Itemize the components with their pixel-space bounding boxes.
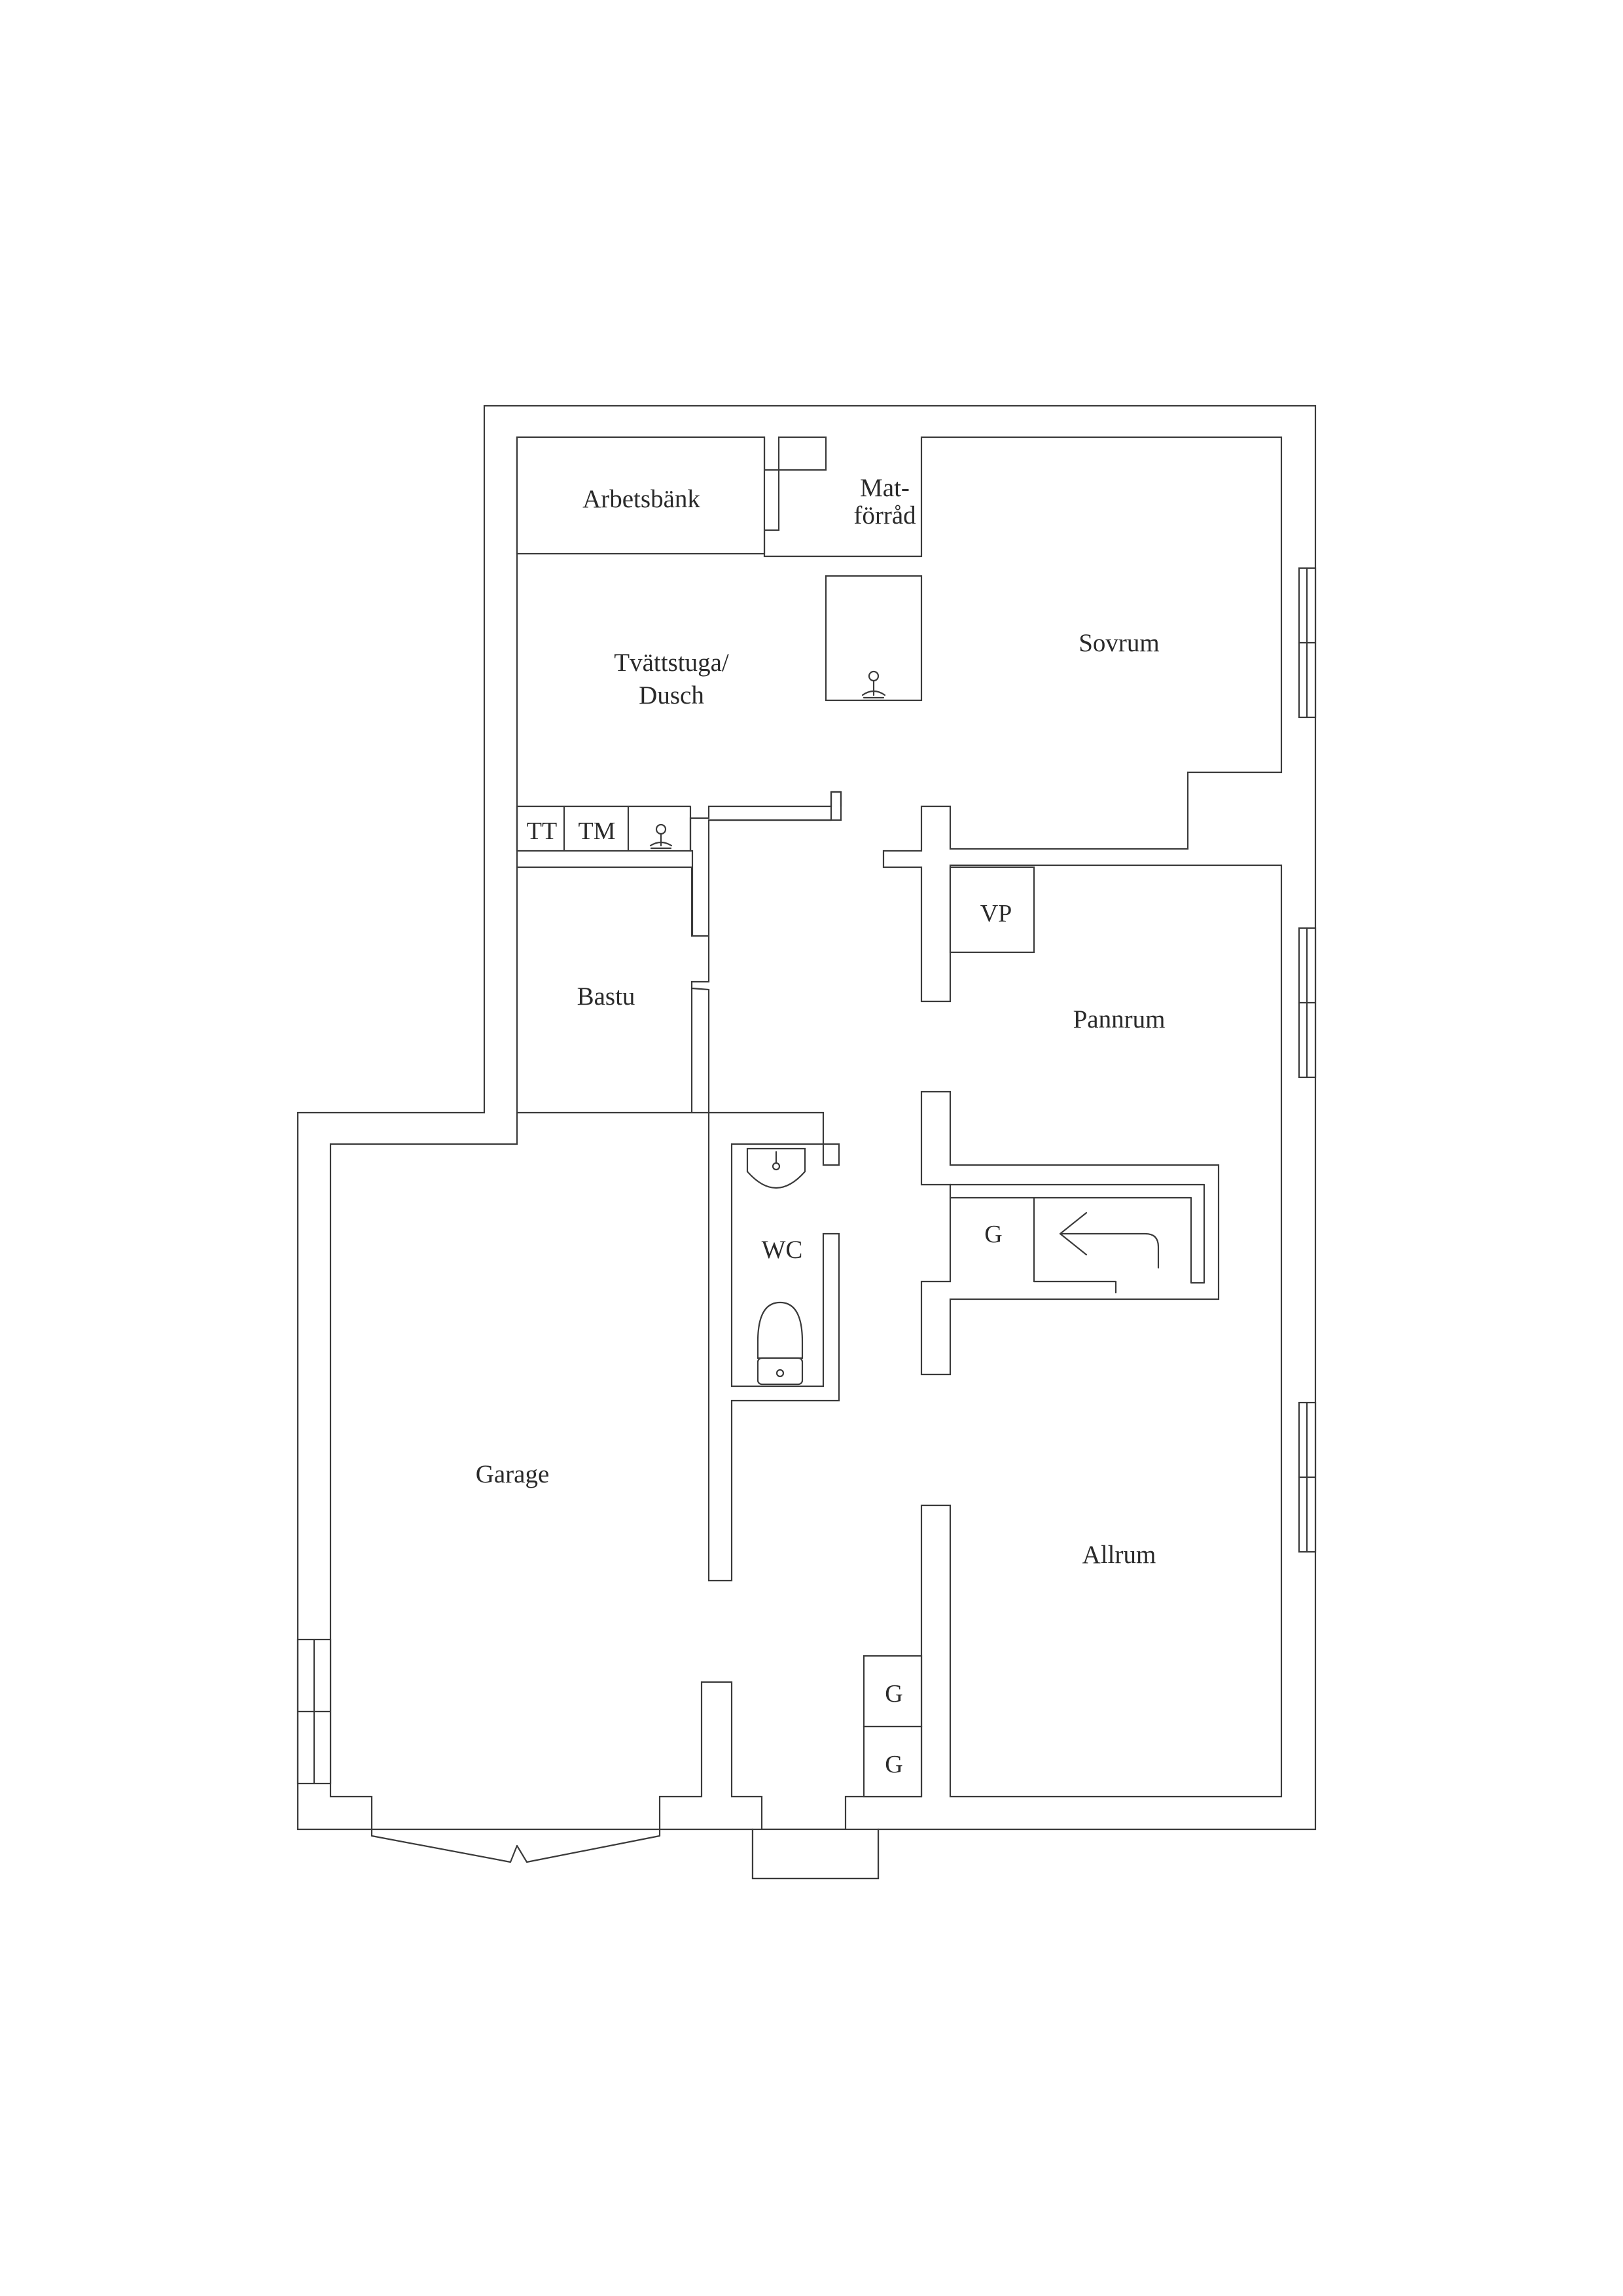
floor-drain-icon — [649, 823, 673, 850]
room-label-tvattstuga-1: Tvättstuga/ — [614, 649, 729, 677]
storage-box-lower — [863, 1725, 923, 1798]
room-label-arbetsbank: Arbetsbänk — [582, 485, 700, 513]
room-label-tt: TT — [527, 817, 557, 845]
room-label-garage: Garage — [476, 1460, 550, 1488]
window-icon — [1298, 567, 1317, 719]
room-label-vp: VP — [980, 900, 1012, 927]
window-icon — [1298, 1401, 1317, 1553]
room-label-pannrum: Pannrum — [1073, 1005, 1166, 1033]
garage-door-icon — [370, 1828, 661, 1863]
room-label-matforrad-2: förråd — [853, 501, 916, 529]
room-label-g-lower: G — [885, 1751, 902, 1778]
window-icon — [296, 1638, 332, 1785]
room-label-matforrad-1: Mat- — [860, 474, 910, 502]
stair-step-line — [1033, 1280, 1117, 1294]
stair-arrow-icon — [1059, 1211, 1160, 1269]
entrance-step-icon — [751, 1828, 880, 1880]
floor-drain-icon — [861, 670, 886, 699]
corridor-divider — [707, 791, 842, 821]
vp-box — [949, 866, 1035, 954]
laundry-counter — [516, 805, 692, 852]
room-label-sovrum: Sovrum — [1079, 629, 1160, 657]
stair-well — [949, 1183, 1205, 1284]
storage-box-upper — [863, 1655, 923, 1728]
room-label-allrum: Allrum — [1082, 1541, 1156, 1569]
room-label-tm: TM — [579, 817, 616, 845]
washbasin-icon — [746, 1147, 806, 1189]
room-label-wc: WC — [762, 1236, 803, 1264]
workbench — [516, 436, 766, 555]
tvattstuga-lower-wall — [516, 805, 692, 852]
window-icon — [1298, 927, 1317, 1079]
toilet-icon — [757, 1301, 804, 1386]
room-label-tvattstuga-2: Dusch — [639, 681, 704, 709]
walls — [296, 404, 1317, 1880]
room-label-bastu: Bastu — [577, 982, 635, 1011]
room-label-g-stair: G — [984, 1221, 1002, 1248]
room-label-g-upper: G — [885, 1680, 902, 1708]
